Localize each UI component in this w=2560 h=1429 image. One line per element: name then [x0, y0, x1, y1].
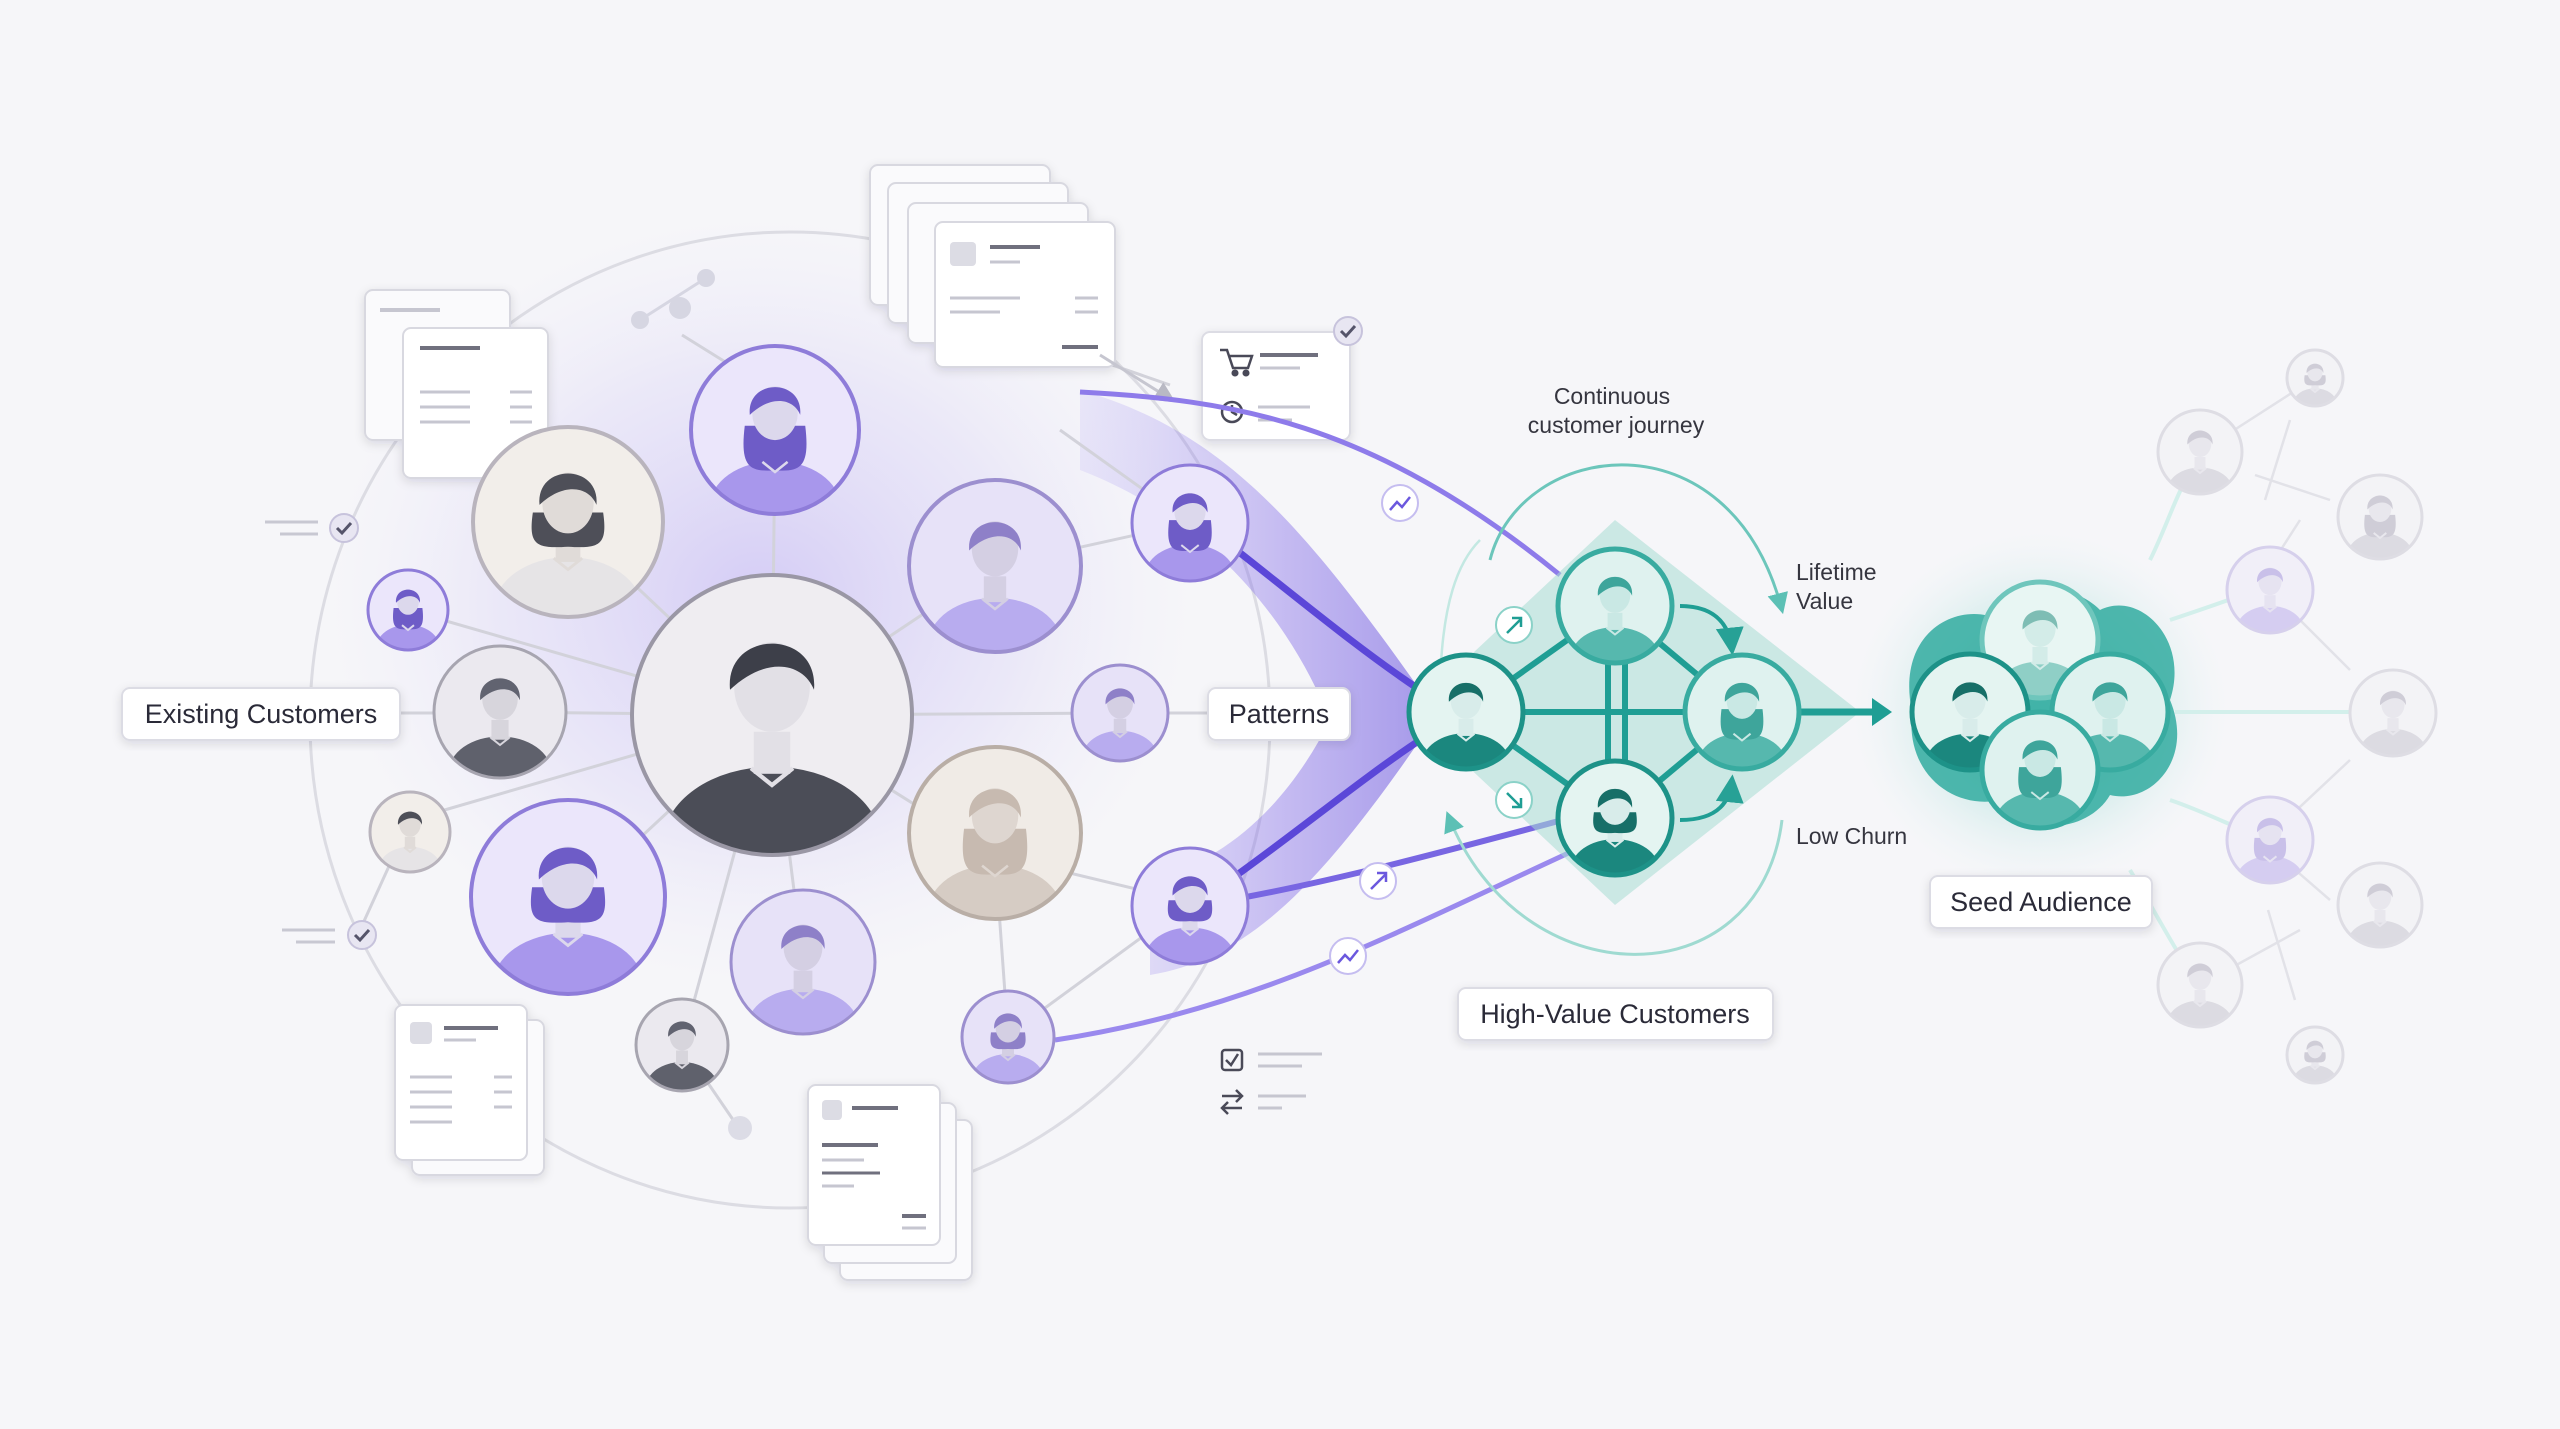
swap-arrows-icon	[1220, 1089, 1244, 1115]
person-avatar-icon	[1555, 546, 1675, 666]
lifetime-label-line1: Lifetime	[1796, 559, 1877, 585]
doc-stack-bottom	[807, 1084, 973, 1281]
seed-arrowhead	[1872, 698, 1892, 726]
person-avatar-icon	[2336, 473, 2424, 561]
cluster-arrow-top	[1679, 604, 1744, 656]
person-avatar-icon	[366, 568, 450, 652]
ring-check-bottom	[282, 920, 377, 950]
person-avatar-icon	[471, 425, 665, 619]
check-icon	[335, 521, 353, 536]
seed-audience-label: Seed Audience	[1950, 887, 2132, 917]
pattern-beam	[1080, 390, 1420, 975]
person-avatar-icon	[1979, 709, 2101, 831]
trend-up-icon	[1389, 496, 1411, 511]
person-avatar-icon	[630, 573, 914, 857]
person-avatar-icon	[2336, 861, 2424, 949]
person-avatar-icon	[2225, 795, 2315, 885]
person-avatar-icon	[368, 790, 452, 874]
person-avatar-icon	[1406, 652, 1526, 772]
patterns-label: Patterns	[1229, 699, 1330, 729]
arrow-up-right-icon	[1370, 871, 1388, 890]
person-avatar-icon	[907, 745, 1083, 921]
arrow-up-right-icon	[1506, 616, 1523, 634]
person-avatar-icon	[1130, 463, 1250, 583]
behavior-card	[1201, 331, 1351, 441]
doc-card-bottom-left	[394, 1004, 545, 1176]
person-avatar-icon	[1130, 846, 1250, 966]
existing-customers-label: Existing Customers	[145, 699, 378, 729]
checklist-group	[1220, 1048, 1322, 1115]
person-avatar-icon	[2285, 348, 2345, 408]
high-value-customers-label: High-Value Customers	[1480, 999, 1750, 1029]
avatar-layer	[366, 344, 2438, 1093]
patterns-pill: Patterns	[1207, 687, 1351, 741]
checkbox-icon	[1220, 1048, 1244, 1072]
existing-customers-pill: Existing Customers	[121, 687, 401, 741]
person-avatar-icon	[729, 888, 877, 1036]
check-icon	[1339, 324, 1357, 339]
doc-stack-top	[869, 164, 1116, 368]
person-avatar-icon	[1070, 663, 1170, 763]
person-avatar-icon	[432, 644, 568, 780]
person-avatar-icon	[469, 798, 667, 996]
check-icon	[353, 928, 371, 943]
person-avatar-icon	[2348, 668, 2438, 758]
shopping-cart-icon	[1220, 348, 1254, 377]
card-arrow	[1099, 353, 1176, 403]
person-avatar-icon	[689, 344, 861, 516]
person-avatar-icon	[1682, 652, 1802, 772]
trend-up-icon	[1337, 949, 1359, 964]
cluster-badges	[1495, 606, 1533, 819]
person-avatar-icon	[2156, 408, 2244, 496]
person-avatar-icon	[907, 478, 1083, 654]
high-value-customers-pill: High-Value Customers	[1457, 987, 1774, 1041]
person-avatar-icon	[2285, 1025, 2345, 1085]
flow-badges	[1329, 484, 1419, 975]
person-avatar-icon	[2225, 545, 2315, 635]
arrow-down-right-icon	[1506, 792, 1523, 809]
person-avatar-icon	[2156, 941, 2244, 1029]
person-avatar-icon	[634, 997, 730, 1093]
person-avatar-icon	[1555, 758, 1675, 878]
person-avatar-icon	[960, 989, 1056, 1085]
lifetime-label-line2: Value	[1796, 588, 1853, 614]
ring-check-top	[265, 513, 359, 543]
journey-label-line1: Continuous	[1554, 383, 1670, 409]
doc-card-top-left	[364, 289, 549, 479]
seed-audience-pill: Seed Audience	[1929, 875, 2153, 929]
flow-curves	[1054, 389, 1577, 1043]
journey-label-line2: customer journey	[1528, 412, 1705, 438]
decorative-dots	[631, 269, 752, 1140]
behavior-check	[1333, 316, 1363, 346]
low-churn-label: Low Churn	[1796, 823, 1907, 849]
cluster-arrow-bottom	[1679, 774, 1744, 822]
